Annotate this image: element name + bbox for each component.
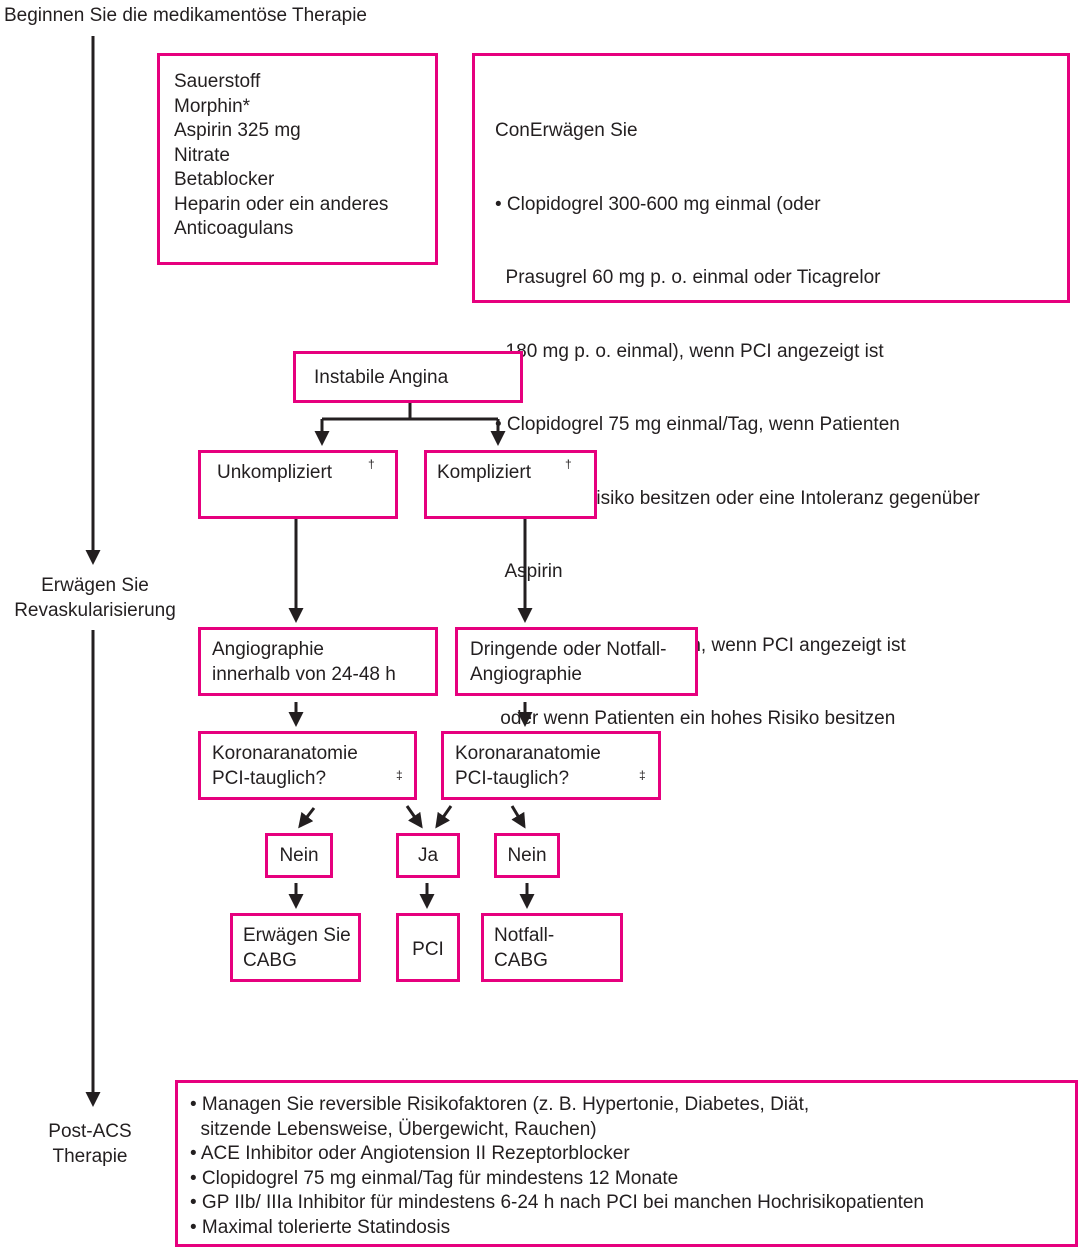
angiography-24-48h-box: Angiographie innerhalb von 24-48 h xyxy=(198,627,438,696)
complicated-dagger: † xyxy=(565,457,572,471)
initial-medications-box: Sauerstoff Morphin* Aspirin 325 mg Nitra… xyxy=(157,53,438,265)
medication-item: Nitrate xyxy=(174,144,230,166)
timeline-mid-line: Erwägen Sie xyxy=(41,575,149,596)
coronary-left-double-dagger: ‡ xyxy=(396,768,403,782)
arrow-left-to-yes xyxy=(405,805,423,829)
timeline-end-label: Post-ACS Therapie xyxy=(30,1120,150,1169)
post-acs-item: sitzende Lebensweise, Übergewicht, Rauch… xyxy=(190,1118,597,1140)
no-left-label: Nein xyxy=(279,845,319,866)
post-acs-item: • Clopidogrel 75 mg einmal/Tag für minde… xyxy=(190,1167,679,1189)
cabg-line: CABG xyxy=(243,949,297,971)
angiography-right-line: Dringende oder Notfall- xyxy=(470,639,667,660)
consider-antiplatelet-box: ConErwägen Sie • Clopidogrel 300-600 mg … xyxy=(472,53,1070,729)
timeline-end-line: Therapie xyxy=(52,1145,128,1167)
coronary-left-line: Koronaranatomie xyxy=(212,743,358,764)
consider-cabg-box: Erwägen Sie CABG xyxy=(230,913,361,982)
no-right-label: Nein xyxy=(507,845,547,866)
consider-line: oder wenn Patienten ein hohes Risiko bes… xyxy=(495,708,896,729)
consider-line: • Clopidogrel 300-600 mg einmal (oder xyxy=(495,193,821,215)
timeline-start-label: Beginnen Sie die medikamentöse Therapie xyxy=(4,5,367,26)
unstable-angina-label: Instabile Angina xyxy=(314,367,449,388)
pci-box: PCI xyxy=(396,913,460,982)
unstable-angina-box: Instabile Angina xyxy=(293,351,523,403)
medication-item: Sauerstoff xyxy=(174,71,261,92)
post-acs-therapy-box: • Managen Sie reversible Risikofaktoren … xyxy=(175,1080,1078,1247)
coronary-left-line: PCI-tauglich? xyxy=(212,767,327,789)
no-right-box: Nein xyxy=(494,833,560,878)
arrow-right-to-yes xyxy=(435,805,453,829)
arrow-to-no-left xyxy=(298,807,316,829)
angiography-right-line: Angiographie xyxy=(470,663,582,685)
yes-label: Ja xyxy=(417,845,439,866)
post-acs-item: • ACE Inhibitor oder Angiotension II Rez… xyxy=(190,1143,630,1164)
coronary-right-line: PCI-tauglich? xyxy=(455,767,570,789)
coronary-anatomy-right-box: Koronaranatomie PCI-tauglich? xyxy=(441,731,661,800)
cabg-line: Erwägen Sie xyxy=(243,925,351,946)
consider-line: ConErwägen Sie xyxy=(495,120,638,141)
medication-item: Anticoagulans xyxy=(174,218,294,239)
no-left-box: Nein xyxy=(265,833,333,878)
coronary-right-line: Koronaranatomie xyxy=(455,743,601,764)
medication-item: Morphin* xyxy=(174,95,251,117)
arrow-to-no-right xyxy=(510,805,526,829)
medication-item: Aspirin 325 mg xyxy=(174,120,301,141)
emergency-cabg-line: CABG xyxy=(494,949,548,971)
complicated-label: Kompliziert xyxy=(437,462,531,483)
post-acs-item: • Maximal tolerierte Statindosis xyxy=(190,1216,451,1238)
consider-line: Aspirin xyxy=(495,561,563,582)
urgent-angiography-box: Dringende oder Notfall- Angiographie xyxy=(455,627,698,696)
timeline-mid-label: Erwägen Sie Revaskularisierung xyxy=(4,574,186,623)
emergency-cabg-line: Notfall- xyxy=(494,925,555,946)
uncomplicated-dagger: † xyxy=(368,457,375,471)
yes-box: Ja xyxy=(396,833,460,878)
angiography-left-line: innerhalb von 24-48 h xyxy=(212,663,396,685)
uncomplicated-label: Unkompliziert xyxy=(217,462,333,483)
uncomplicated-box: Unkompliziert xyxy=(198,450,398,519)
post-acs-item: • GP IIb/ IIIa Inhibitor für mindestens … xyxy=(190,1192,924,1213)
timeline-end-line: Post-ACS xyxy=(48,1121,132,1142)
post-acs-item: • Managen Sie reversible Risikofaktoren … xyxy=(190,1094,810,1115)
emergency-cabg-box: Notfall- CABG xyxy=(481,913,623,982)
timeline-mid-line: Revaskularisierung xyxy=(14,599,176,621)
consider-line: Prasugrel 60 mg p. o. einmal oder Ticagr… xyxy=(495,267,881,288)
consider-line: • Clopidogrel 75 mg einmal/Tag, wenn Pat… xyxy=(495,414,900,435)
medication-item: Betablocker xyxy=(174,169,275,190)
coronary-right-double-dagger: ‡ xyxy=(639,768,646,782)
complicated-box: Kompliziert xyxy=(424,450,597,519)
angiography-left-line: Angiographie xyxy=(212,639,324,660)
coronary-anatomy-left-box: Koronaranatomie PCI-tauglich? xyxy=(198,731,417,800)
medication-item: Heparin oder ein anderes xyxy=(174,193,389,215)
consider-line: 180 mg p. o. einmal), wenn PCI angezeigt… xyxy=(495,340,884,362)
pci-label: PCI xyxy=(412,939,444,960)
